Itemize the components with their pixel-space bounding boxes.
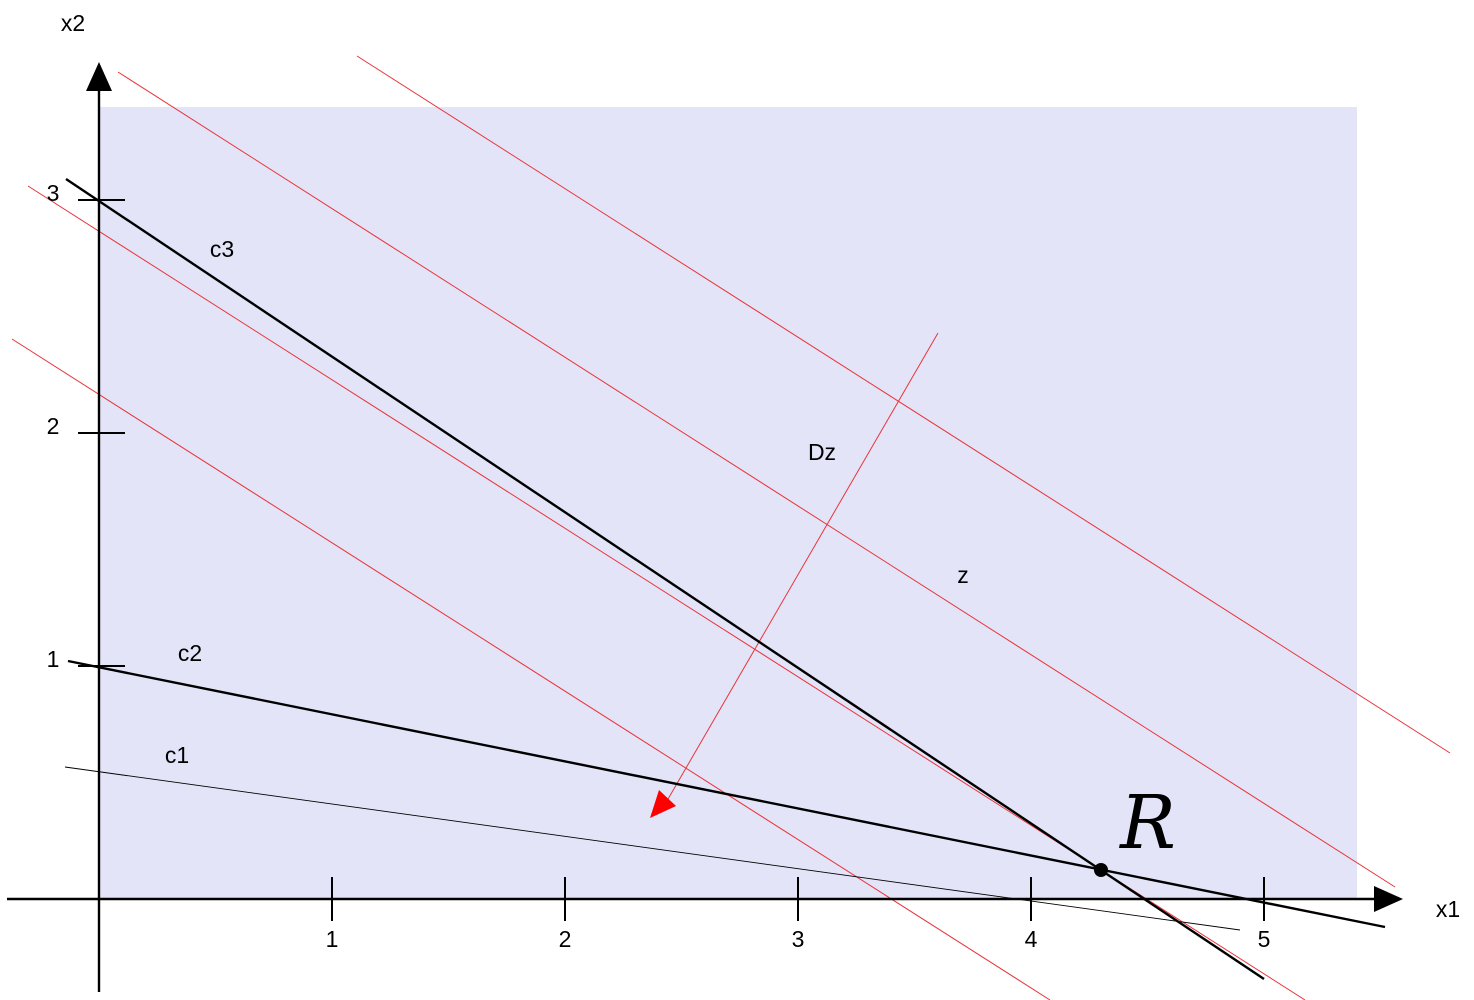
direction-arrowhead [650,790,676,818]
constraint-c2-label: c2 [178,640,202,666]
x-tick-label-3: 3 [792,926,805,952]
constraint-c1-label: c1 [165,742,189,768]
objective-line-4 [11,338,1051,1000]
objective-line-1 [356,55,1451,754]
feasible-region [99,107,1357,899]
objective-line-2 [117,71,1396,888]
y-tick-label-1: 1 [47,646,60,672]
x-axis-arrowhead [1374,886,1403,912]
optimum-point [1094,863,1108,877]
constraint-c2-line [67,659,1386,929]
optimum-label: R [1118,780,1176,866]
constraint-c1-line [64,766,1241,931]
objective-direction-label: Dz [808,439,836,465]
objective-level-label: z [957,562,969,588]
x-ticks [331,877,1265,921]
y-axis-arrowhead [86,62,112,91]
x-tick-label-1: 1 [326,926,339,952]
y-axis-label: x2 [61,10,85,36]
constraint-c3-label: c3 [210,236,234,262]
x-tick-label-2: 2 [559,926,572,952]
x-tick-label-5: 5 [1258,926,1271,952]
direction-line [663,332,939,807]
x-axis-label: x1 [1436,896,1460,922]
constraint-c3-line [65,178,1265,980]
y-tick-label-2: 2 [47,413,60,439]
y-ticks [78,199,125,667]
y-tick-label-3: 3 [47,180,60,206]
x-tick-label-4: 4 [1025,926,1038,952]
